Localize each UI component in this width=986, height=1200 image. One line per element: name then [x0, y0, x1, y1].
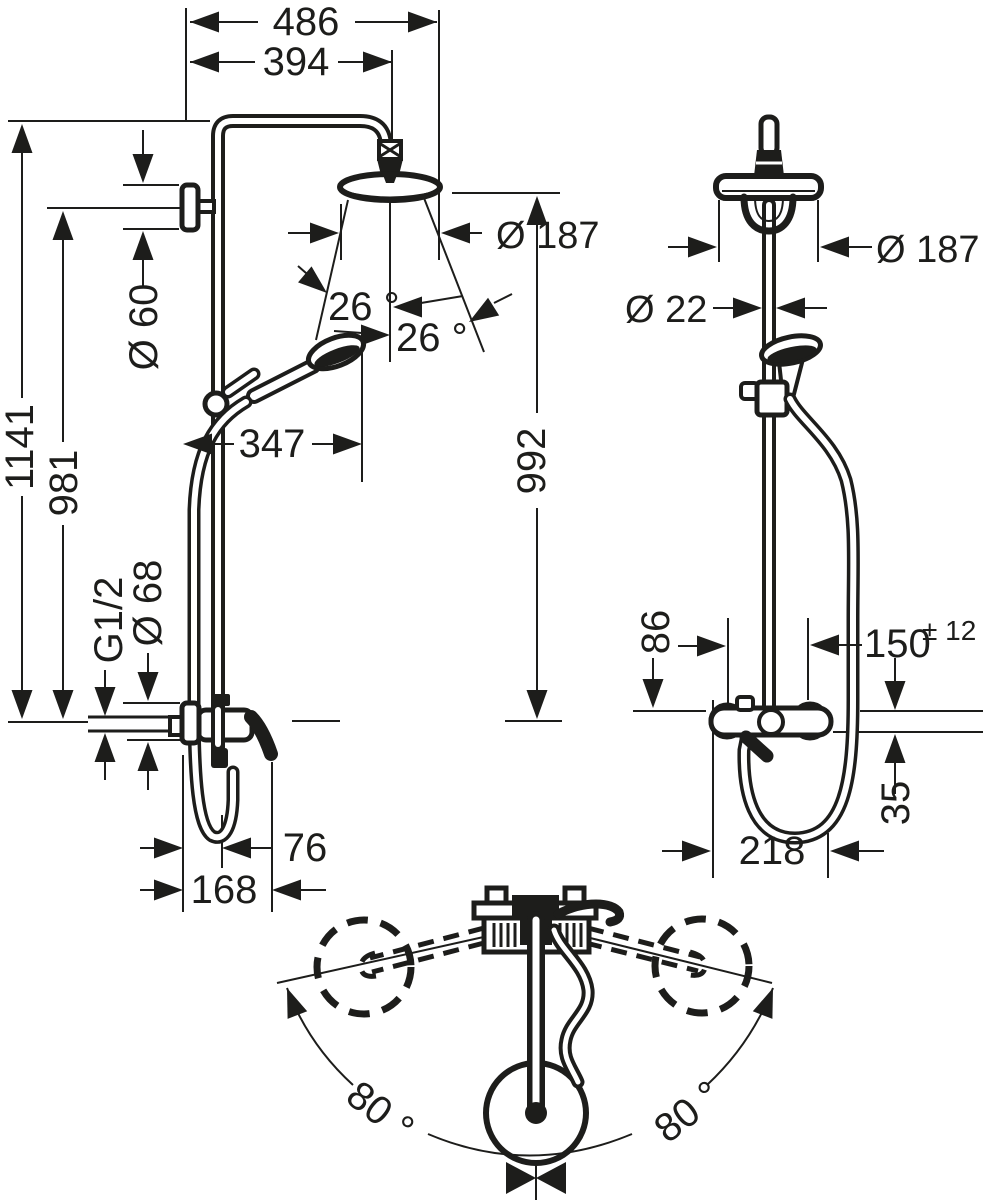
dim-label-86: 86: [634, 610, 678, 655]
dim-label-76: 76: [283, 826, 328, 870]
dim-label-80-left: 80 °: [338, 1073, 422, 1152]
mixer-valve: [88, 694, 278, 768]
dim-label-35: 35: [874, 781, 918, 826]
hand-shower: [246, 332, 367, 404]
top-view: 80 ° 80 °: [276, 885, 783, 1200]
swivel-arm-dashed-left: [358, 925, 485, 979]
dim-label-26-left: 26 °: [328, 285, 400, 329]
dim-label-26-right: 26 °: [396, 316, 468, 360]
dim-label-187-front: Ø 187: [496, 215, 600, 257]
front-view: 486 394 Ø 60 1141 981: [0, 0, 600, 912]
dim-168: 168: [140, 868, 326, 912]
shower-arm-top: [483, 911, 589, 1166]
dim-label-150-tolerance: ± 12: [922, 615, 976, 646]
riser-pipe: [211, 114, 393, 757]
dim-68: Ø 68: [126, 560, 170, 790]
dim-label-150: 150: [864, 622, 931, 666]
dim-394: 394: [190, 40, 392, 84]
dim-992: 992: [510, 196, 554, 719]
dim-label-218: 218: [739, 829, 806, 873]
dim-label-1141: 1141: [0, 404, 42, 490]
dim-35: 35: [874, 658, 918, 825]
dim-label-22: Ø 22: [625, 289, 707, 331]
shower-hose: [737, 392, 860, 845]
dim-981: 981: [42, 211, 86, 719]
dim-label-g12: G1/2: [87, 577, 131, 664]
dim-86: 86: [634, 610, 726, 708]
dim-150: 150 ± 12: [810, 615, 976, 666]
hose-top: [547, 923, 595, 1089]
dim-1141: 1141: [0, 124, 42, 719]
head-position-dashed-left: [313, 916, 415, 1018]
overhead-shower: [713, 114, 824, 235]
dim-187-front: Ø 187: [288, 215, 600, 257]
dim-label-187-side: Ø 187: [876, 229, 980, 271]
side-view: Ø 187 Ø 22 86 150 ± 12: [625, 114, 983, 878]
slider-holder: [202, 367, 261, 418]
dim-label-60: Ø 60: [122, 284, 166, 371]
dim-347: 347: [183, 422, 362, 466]
dim-60: Ø 60: [122, 130, 166, 370]
dim-486: 486: [190, 0, 437, 44]
dim-label-981: 981: [42, 450, 86, 517]
dim-label-486: 486: [273, 0, 340, 44]
dim-g12: G1/2: [87, 577, 131, 780]
dim-label-394: 394: [263, 40, 330, 84]
dim-label-347: 347: [239, 422, 306, 466]
tilt-lines: [315, 197, 485, 362]
dim-218: 218: [662, 829, 884, 873]
dim-26-right: 26 °: [333, 293, 513, 360]
wall-bracket: [179, 182, 216, 233]
dim-26-left: 26 °: [297, 265, 400, 329]
head-position-dashed-right: [651, 915, 753, 1017]
dim-187-side: Ø 187: [668, 229, 980, 271]
dim-76: 76: [140, 826, 327, 870]
dim-22: Ø 22: [625, 289, 827, 331]
dim-label-168: 168: [191, 868, 258, 912]
section-axis-marker: [506, 1162, 566, 1194]
slider-holder: [739, 379, 790, 418]
overhead-shower: [337, 139, 443, 203]
mixer-valve: [708, 695, 834, 763]
swivel-arm-dashed-right: [585, 925, 708, 978]
dim-label-68: Ø 68: [126, 560, 170, 647]
dim-label-80-right: 80 °: [646, 1073, 730, 1152]
dim-label-992: 992: [510, 428, 554, 495]
